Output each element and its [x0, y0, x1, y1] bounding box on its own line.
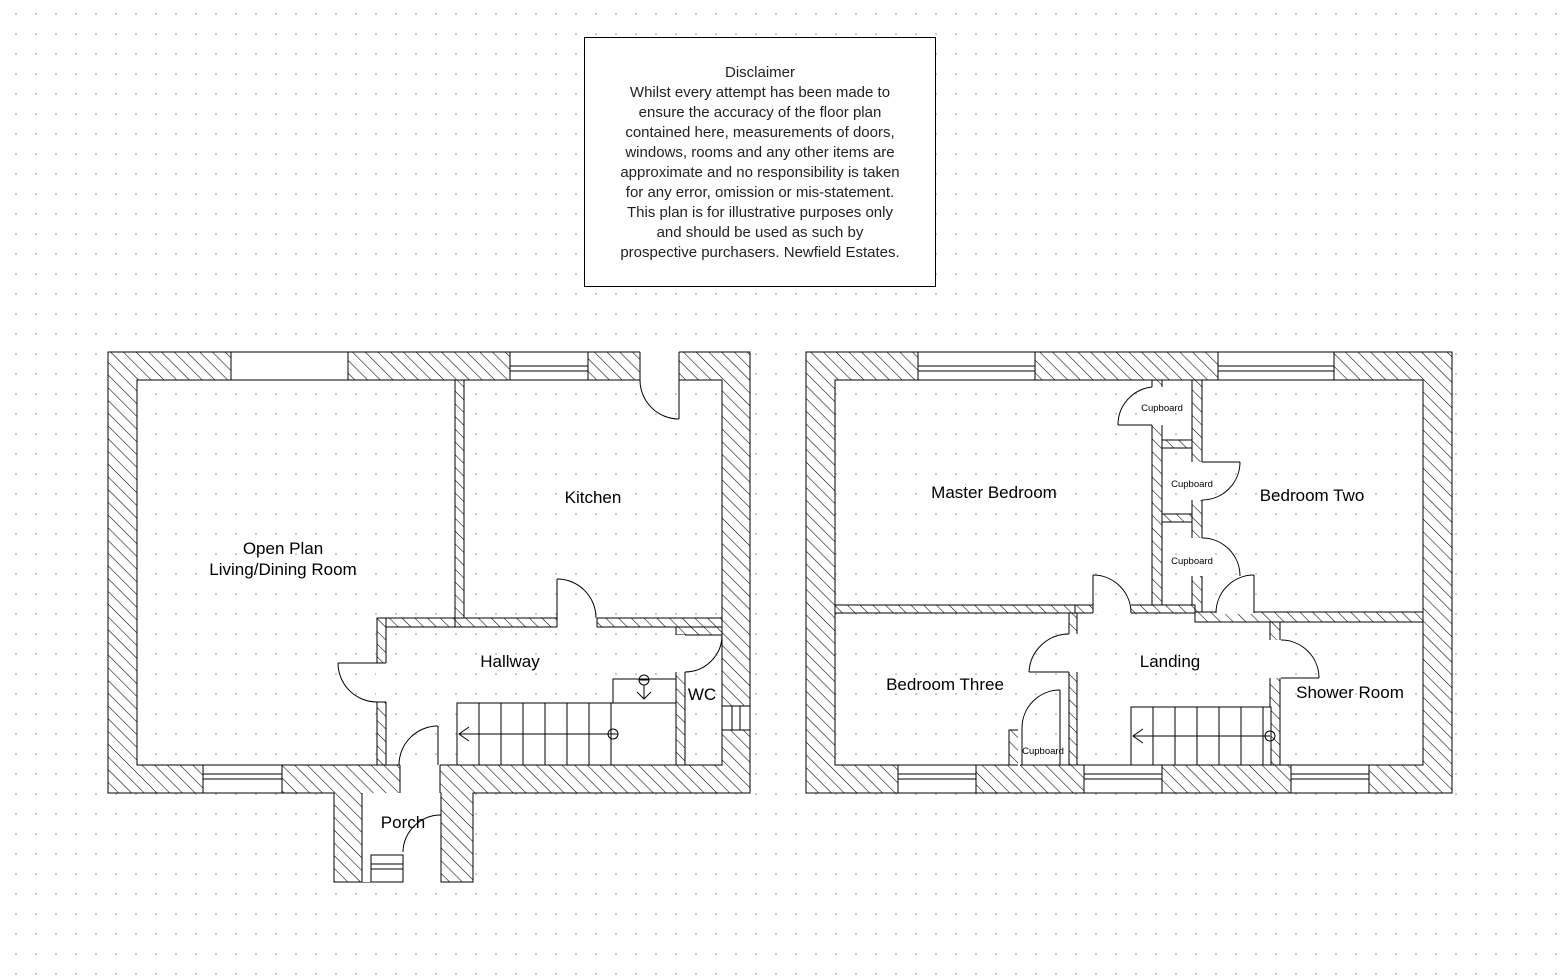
first-floor: [805, 351, 1453, 794]
door: [1201, 537, 1241, 577]
wall-living-kitchen: [454, 379, 465, 619]
door: [398, 725, 439, 766]
cupboard-label: Cupboard: [1141, 403, 1183, 414]
room-label-wc: WC: [688, 685, 716, 704]
wall-cupboard-mid: [1161, 513, 1193, 523]
window: [917, 351, 1036, 381]
room-label-living-dining: Living/Dining Room: [209, 560, 356, 579]
cupboard-label: Cupboard: [1171, 556, 1213, 567]
wall-landing-north: [1074, 604, 1196, 614]
disclaimer-line: This plan is for illustrative purposes o…: [627, 204, 893, 221]
door: [684, 634, 723, 673]
window: [509, 351, 589, 381]
ground-floor: [107, 351, 751, 883]
wall-master-bedthree: [834, 604, 1076, 614]
door: [1280, 639, 1320, 679]
room-label-master-bedroom: Master Bedroom: [931, 483, 1057, 502]
wall-cupboard-top: [1161, 439, 1193, 449]
wall-cupboard-small: [1008, 729, 1020, 766]
disclaimer-line: windows, rooms and any other items are: [625, 144, 895, 161]
disclaimer-box: Disclaimer Whilst every attempt has been…: [584, 37, 936, 287]
door: [1117, 386, 1153, 426]
staircase: [1130, 706, 1276, 766]
room-label-shower-room: Shower Room: [1296, 683, 1404, 702]
window: [230, 351, 349, 381]
disclaimer-line: Whilst every attempt has been made to: [629, 84, 891, 101]
disclaimer-line: approximate and no responsibility is tak…: [620, 164, 900, 181]
wall-wc-top: [675, 626, 723, 636]
door: [556, 578, 597, 619]
door: [1028, 633, 1070, 673]
window: [897, 764, 977, 794]
cupboard-label: Cupboard: [1171, 479, 1213, 490]
wall-landing-west: [1068, 612, 1078, 766]
room-label-porch: Porch: [381, 813, 425, 832]
disclaimer-title: Disclaimer: [724, 64, 795, 81]
door: [1201, 461, 1241, 501]
window: [1217, 351, 1335, 381]
wall-shower-west: [1269, 621, 1281, 766]
wall-living-hall: [376, 617, 456, 628]
window: [370, 854, 404, 883]
window: [202, 764, 283, 794]
cupboard-label: Cupboard: [1022, 746, 1064, 757]
room-label-bedroom-three: Bedroom Three: [886, 675, 1004, 694]
room-label-open-plan: Open Plan: [243, 539, 323, 558]
disclaimer-line: prospective purchasers. Newfield Estates…: [620, 244, 900, 261]
window: [1290, 764, 1370, 794]
room-label-hallway: Hallway: [480, 652, 540, 671]
room-label-kitchen: Kitchen: [565, 488, 622, 507]
door: [1092, 574, 1132, 614]
disclaimer-line: contained here, measurements of doors,: [625, 124, 895, 141]
disclaimer-line: for any error, omission or mis-statement…: [625, 184, 895, 201]
disclaimer-line: and should be used as such by: [656, 224, 864, 241]
room-label-landing: Landing: [1140, 652, 1201, 671]
stair-landing-arrow: [636, 674, 652, 700]
door: [639, 379, 680, 420]
disclaimer-line: ensure the accuracy of the floor plan: [638, 104, 882, 121]
door: [1215, 574, 1255, 614]
window: [721, 705, 751, 731]
door: [402, 814, 442, 853]
first-floor-walls: [805, 351, 1453, 794]
room-label-bedroom-two: Bedroom Two: [1260, 486, 1365, 505]
door: [1021, 689, 1061, 765]
window: [1083, 764, 1163, 794]
wall-bedtwo-south: [1194, 611, 1424, 623]
door: [337, 662, 378, 703]
staircase: [456, 678, 677, 766]
